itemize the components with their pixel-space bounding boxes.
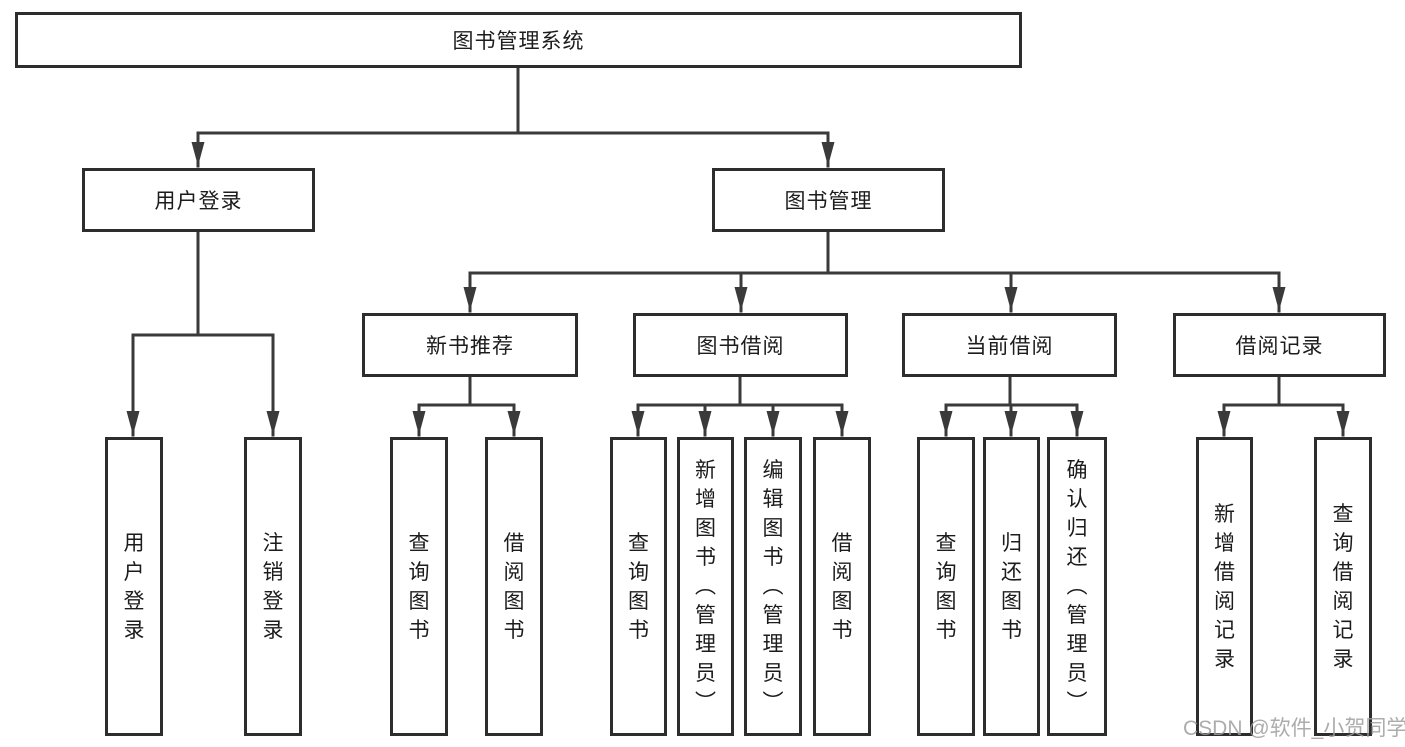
leaf-user-login: 用 户 登 录 [105, 437, 163, 736]
leaf-add-borrow-record: 新 增 借 阅 记 录 [1196, 437, 1253, 736]
leaf-borrow-books: 借 阅 图 书 [813, 437, 871, 736]
node-new-book-recommend: 新书推荐 [362, 313, 578, 377]
leaf-query-books-current: 查 询 图 书 [917, 437, 975, 736]
node-borrow-records: 借阅记录 [1173, 313, 1386, 377]
leaf-query-books-recommend: 查 询 图 书 [390, 437, 448, 736]
leaf-logout: 注 销 登 录 [244, 437, 302, 736]
csdn-watermark: CSDN @软件_小贺同学 [1183, 717, 1405, 740]
node-current-borrow: 当前借阅 [902, 313, 1117, 377]
leaf-add-books-admin: 新 增 图 书 ︵ 管 理 员 ︶ [677, 437, 734, 736]
leaf-query-books-borrow: 查 询 图 书 [610, 437, 667, 736]
leaf-query-borrow-record: 查 询 借 阅 记 录 [1314, 437, 1372, 736]
leaf-edit-books-admin: 编 辑 图 书 ︵ 管 理 员 ︶ [744, 437, 802, 736]
node-library-management-system: 图书管理系统 [15, 12, 1022, 68]
node-user-login: 用户登录 [82, 168, 315, 232]
leaf-borrow-books-recommend: 借 阅 图 书 [485, 437, 543, 736]
node-book-borrow: 图书借阅 [633, 313, 848, 377]
leaf-return-books: 归 还 图 书 [983, 437, 1040, 736]
leaf-confirm-return-admin: 确 认 归 还 ︵ 管 理 员 ︶ [1047, 437, 1107, 736]
node-book-management: 图书管理 [712, 168, 945, 232]
